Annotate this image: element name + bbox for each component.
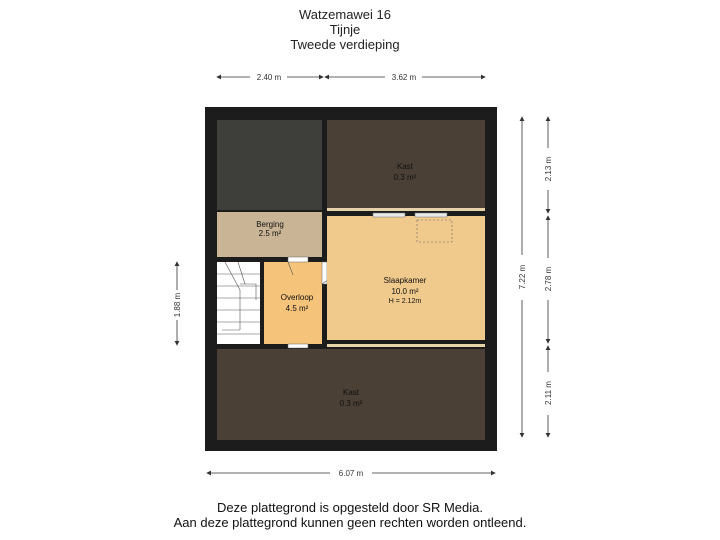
staircase (217, 262, 260, 344)
right-dimensions: 7.22 m 2.13 m 2.78 m 2.11 m (518, 116, 553, 438)
window-1 (372, 212, 406, 218)
height-slaapkamer: H = 2.12m (389, 298, 422, 305)
address-title: Watzemawei 16 (299, 7, 391, 22)
door-berging (287, 256, 309, 263)
room-berging (217, 212, 322, 257)
dim-left: 1.88 m (173, 292, 182, 317)
city-title: Tijnje (329, 22, 361, 37)
left-dimension: 1.88 m (173, 261, 182, 346)
dormer-outline (416, 219, 453, 243)
dim-right-mid: 2.78 m (544, 266, 553, 291)
label-kast-top: Kast (397, 162, 414, 171)
area-berging: 2.5 m² (259, 229, 282, 238)
stair-lines (217, 261, 260, 335)
dim-right-top: 2.13 m (544, 156, 553, 181)
window-2 (414, 212, 448, 218)
area-kast-bottom: 0.3 m² (340, 399, 363, 408)
room-overloop (264, 262, 322, 344)
room-top-left-void (217, 120, 322, 210)
floor-title: Tweede verdieping (290, 37, 400, 52)
label-kast-bottom: Kast (343, 388, 360, 397)
dim-bottom: 6.07 m (339, 469, 364, 478)
door-slaapkamer (321, 261, 328, 285)
label-overloop: Overloop (281, 293, 314, 302)
room-kast-top (327, 120, 485, 208)
bottom-dimension: 6.07 m (206, 469, 496, 478)
dim-top-right: 3.62 m (392, 73, 417, 82)
door-kast-bottom (287, 343, 309, 349)
room-slaapkamer (327, 216, 485, 340)
dim-right-bottom: 2.11 m (544, 381, 553, 405)
area-overloop: 4.5 m² (286, 304, 309, 313)
dim-top-left: 2.40 m (257, 73, 282, 82)
top-dimension: 2.40 m 3.62 m (216, 73, 486, 82)
disclaimer-line-1: Deze plattegrond is opgesteld door SR Me… (217, 500, 483, 515)
label-slaapkamer: Slaapkamer (384, 276, 427, 285)
label-berging: Berging (256, 220, 284, 229)
area-slaapkamer: 10.0 m² (391, 287, 418, 296)
dim-right-total: 7.22 m (518, 264, 527, 289)
area-kast-top: 0.3 m² (394, 173, 417, 182)
disclaimer-line-2: Aan deze plattegrond kunnen geen rechten… (173, 515, 527, 530)
room-kast-bottom (217, 349, 485, 440)
